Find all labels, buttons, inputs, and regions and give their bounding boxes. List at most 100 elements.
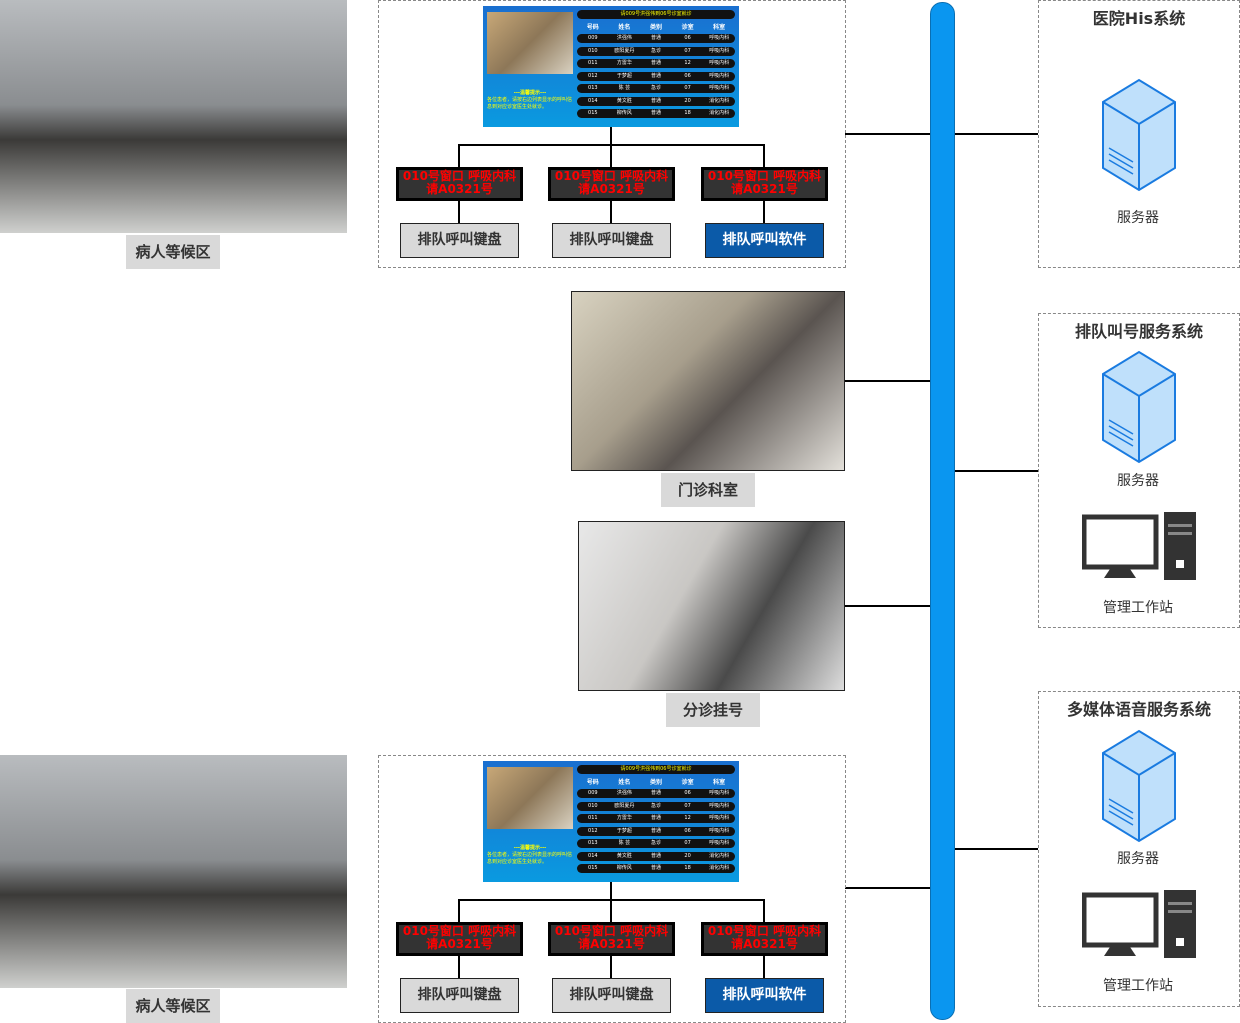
cell: 陈 芸	[618, 85, 631, 91]
queue-keyboard: 排队呼叫键盘	[400, 978, 519, 1013]
cell: 呼吸内科	[709, 827, 730, 834]
led-line: 010号窗口 呼吸内科	[707, 169, 822, 183]
col: 号码	[586, 779, 599, 786]
col: 号码	[586, 24, 599, 31]
cell: 20	[684, 97, 691, 104]
col: 诊室	[681, 779, 694, 786]
screen-header: 请009号洪强伟到06号诊室就诊	[577, 765, 735, 774]
led-line: 请A0321号	[426, 937, 493, 951]
cell: 12	[684, 815, 691, 821]
cell: 013	[588, 840, 598, 846]
workstation-icon	[1082, 890, 1196, 958]
cell: 07	[684, 85, 691, 91]
led-window-display: 010号窗口 呼吸内科请A0321号	[396, 167, 523, 201]
cell: 于梦超	[616, 827, 632, 834]
cell: 普通	[650, 852, 661, 859]
cell: 18	[684, 865, 691, 871]
system-title: 排队叫号服务系统	[1074, 322, 1203, 341]
cell: 方雷华	[616, 815, 632, 821]
col: 类别	[649, 24, 662, 31]
cell: 消化内科	[709, 110, 730, 116]
cell: 急诊	[650, 840, 661, 846]
waiting-area-photo	[0, 755, 347, 988]
queue-software: 排队呼叫软件	[705, 978, 824, 1013]
cell: 呼吸内科	[709, 840, 730, 846]
connector	[845, 133, 930, 135]
system-title: 多媒体语音服务系统	[1066, 700, 1211, 719]
cell: 012	[588, 72, 598, 79]
server-label: 服务器	[1117, 851, 1159, 867]
workstation-label: 管理工作站	[1103, 978, 1173, 994]
cell: 消化内科	[709, 852, 730, 859]
cell: 呼吸内科	[709, 72, 730, 79]
led-line: 请A0321号	[731, 182, 798, 196]
led-line: 010号窗口 呼吸内科	[707, 924, 822, 938]
cell: 普通	[650, 110, 661, 116]
cell: 015	[588, 865, 598, 871]
cell: 消化内科	[709, 97, 730, 104]
cell: 急诊	[650, 802, 661, 809]
server-icon	[1102, 78, 1176, 192]
cell: 015	[588, 110, 598, 116]
server-icon	[1102, 350, 1176, 464]
cell: 急诊	[650, 85, 661, 91]
col: 诊室	[681, 24, 694, 31]
cell: 009	[588, 35, 598, 41]
screen-video	[487, 12, 573, 74]
server-label: 服务器	[1117, 473, 1159, 489]
cell: 07	[684, 840, 691, 846]
cell: 洪强伟	[616, 790, 632, 796]
cell: 陈 芸	[618, 840, 631, 846]
network-bus	[930, 2, 955, 1020]
led-line: 010号窗口 呼吸内科	[554, 169, 669, 183]
cell: 普通	[650, 60, 661, 66]
cell: 06	[684, 72, 691, 79]
queue-software: 排队呼叫软件	[705, 223, 824, 258]
cell: 消化内科	[709, 865, 730, 871]
cell: 呼吸内科	[709, 35, 730, 41]
workstation-label: 管理工作站	[1103, 600, 1173, 616]
cell: 07	[684, 47, 691, 54]
cell: 012	[588, 827, 598, 834]
cell: 方雷华	[616, 60, 632, 66]
queue-keyboard: 排队呼叫键盘	[552, 223, 671, 258]
cell: 呼吸内科	[709, 815, 730, 821]
cell: 呼吸内科	[709, 47, 730, 54]
led-window-display: 010号窗口 呼吸内科请A0321号	[548, 167, 675, 201]
cell: 欧阳夏丹	[614, 802, 635, 809]
cell: 于梦超	[616, 72, 632, 79]
led-line: 010号窗口 呼吸内科	[402, 169, 517, 183]
cell: 普通	[650, 790, 661, 796]
led-line: 请A0321号	[426, 182, 493, 196]
cell: 普通	[650, 35, 661, 41]
clinic-photo	[571, 291, 845, 471]
screen-row: 012 于梦超 普通 06 呼吸内科	[577, 71, 735, 81]
cell: 20	[684, 852, 691, 859]
queue-keyboard: 排队呼叫键盘	[552, 978, 671, 1013]
tip-text: 各位患者，请按右边列表显示的呼叫信息到对应诊室医生处就诊。	[487, 97, 573, 110]
col: 姓名	[618, 779, 631, 786]
cell: 普通	[650, 72, 661, 79]
tip-text: 各位患者，请按右边列表显示的呼叫信息到对应诊室医生处就诊。	[487, 852, 573, 865]
cell: 011	[588, 815, 598, 821]
connector	[955, 133, 1038, 135]
led-window-display: 010号窗口 呼吸内科请A0321号	[396, 922, 523, 956]
queue-keyboard: 排队呼叫键盘	[400, 223, 519, 258]
col: 科室	[713, 779, 726, 786]
connector	[610, 127, 612, 145]
cell: 010	[588, 802, 598, 809]
cell: 呼吸内科	[709, 790, 730, 796]
screen-columns: 号码姓名类别诊室科室	[577, 22, 735, 31]
cell: 06	[684, 827, 691, 834]
led-window-display: 010号窗口 呼吸内科请A0321号	[701, 167, 828, 201]
led-line: 010号窗口 呼吸内科	[554, 924, 669, 938]
